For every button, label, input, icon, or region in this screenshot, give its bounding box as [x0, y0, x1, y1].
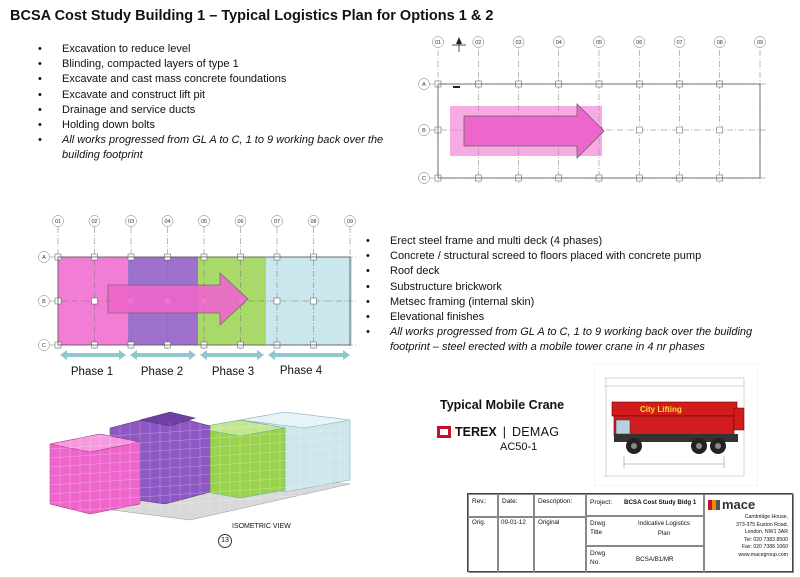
phase-span-bar	[65, 353, 121, 357]
bullet-item: Drainage and service ducts	[36, 103, 416, 118]
phase-plan-drawing: 01 02 03 04 05 06 07 08 09A B C	[38, 215, 358, 360]
grid-row-label: C	[42, 343, 46, 349]
compass-icon	[452, 37, 466, 52]
foundation-plan-drawing: 01 02 03 04 05 06 07 08 09A B C	[418, 36, 768, 184]
crane-decal-text: City Lifting	[640, 405, 682, 414]
grid-row-label: A	[422, 82, 426, 88]
address-line: Fax: 020 7388 1060	[741, 544, 788, 551]
bullet-item: Erect steel frame and multi deck (4 phas…	[364, 234, 784, 249]
rev-label: Rev.:	[472, 498, 487, 505]
phase-span-bar	[205, 353, 259, 357]
bullet-item: Holding down bolts	[36, 118, 416, 133]
bullet-item: Concrete / structural screed to floors p…	[364, 249, 784, 264]
grid-column-label: 02	[475, 40, 481, 46]
bullet-item: All works progressed from GL A to C, 1 t…	[36, 133, 416, 163]
bullet-item: Roof deck	[364, 264, 784, 279]
bullet-item: Blinding, compacted layers of type 1	[36, 57, 416, 72]
phase-span-bar	[135, 353, 191, 357]
grid-row-label: B	[422, 128, 426, 134]
grid-column-label: 07	[676, 40, 682, 46]
drwg-no-label: Drwg No.	[590, 550, 606, 566]
bullet-list-top: Excavation to reduce levelBlinding, comp…	[36, 42, 416, 164]
grid-column-label: 05	[596, 40, 602, 46]
bullet-item: All works progressed from GL A to C, 1 t…	[364, 325, 784, 355]
rev-value: Orig.	[472, 519, 486, 526]
address-line: London, NW1 3AR	[744, 529, 788, 536]
grid-column-label: 06	[636, 40, 642, 46]
bullet-item: Elevational finishes	[364, 310, 784, 325]
grid-column-label: 03	[128, 219, 134, 225]
crane-model: AC50-1	[500, 441, 538, 453]
bullet-item: Substructure brickwork	[364, 280, 784, 295]
phase-span-bar	[273, 353, 345, 357]
mace-logo: mace	[708, 497, 755, 512]
grid-column-label: 02	[91, 219, 97, 225]
address-line: 373-375 Euston Road,	[736, 521, 788, 528]
grid-column-label: 01	[55, 219, 61, 225]
grid-column-label: 06	[237, 219, 243, 225]
phase-label: Phase 2	[140, 366, 184, 378]
terex-icon	[437, 426, 451, 438]
grid-column-label: 04	[556, 40, 562, 46]
progress-arrow-mid	[107, 272, 249, 326]
grid-row-label: A	[42, 255, 46, 261]
date-value: 09-01-12	[501, 519, 526, 526]
grid-column-label: 09	[757, 40, 763, 46]
description-label: Description:	[538, 498, 573, 505]
progress-arrow-top	[463, 103, 605, 159]
drwg-title-label: Drwg Title	[590, 520, 606, 536]
grid-column-label: 08	[310, 219, 316, 225]
date-label: Date:	[502, 498, 518, 505]
address-line: Cambridge House,	[744, 514, 788, 520]
crane-title: Typical Mobile Crane	[440, 398, 565, 412]
phase-label: Phase 1	[70, 366, 114, 378]
drwg-no-value: BCSA/B1/MR	[636, 556, 674, 563]
grid-column-label: 01	[435, 40, 441, 46]
phase-label: Phase 3	[211, 366, 255, 378]
grid-column-label: 04	[164, 219, 170, 225]
bullet-item: Metsec framing (internal skin)	[364, 295, 784, 310]
project-value: BCSA Cost Study Bldg 1	[624, 499, 697, 506]
bullet-item: Excavation to reduce level	[36, 42, 416, 57]
project-label: Project:	[590, 499, 613, 506]
grid-column-label: 08	[717, 40, 723, 46]
grid-row-label: B	[42, 299, 46, 305]
grid-column-label: 09	[347, 219, 353, 225]
grid-column-label: 07	[274, 219, 280, 225]
title-block: Rev.: Date: Description: Orig. 09-01-12 …	[467, 493, 794, 573]
address-line: www.macegroup.com	[738, 551, 788, 558]
grid-column-label: 05	[201, 219, 207, 225]
company-address: Cambridge House,373-375 Euston Road,Lond…	[710, 514, 788, 560]
terex-demag-logo: TEREX | DEMAG	[437, 425, 559, 439]
crane-image: City Lifting	[594, 364, 758, 486]
description-value: Original	[538, 519, 560, 526]
isometric-view-drawing	[49, 411, 351, 521]
bullet-list-right: Erect steel frame and multi deck (4 phas…	[364, 234, 784, 356]
iso-view-label: ISOMETRIC VIEW	[232, 523, 291, 530]
bullet-item: Excavate and construct lift pit	[36, 88, 416, 103]
iso-view-number: 13	[218, 534, 232, 548]
bullet-item: Excavate and cast mass concrete foundati…	[36, 72, 416, 87]
drwg-title-value: Indicative Logistics Plan	[638, 520, 690, 537]
page-title: BCSA Cost Study Building 1 – Typical Log…	[10, 8, 494, 24]
grid-row-label: C	[422, 176, 426, 182]
address-line: Tel: 020 7383 8500	[743, 536, 788, 543]
grid-column-label: 03	[515, 40, 521, 46]
phase-label: Phase 4	[279, 365, 323, 377]
mace-icon	[708, 499, 720, 510]
